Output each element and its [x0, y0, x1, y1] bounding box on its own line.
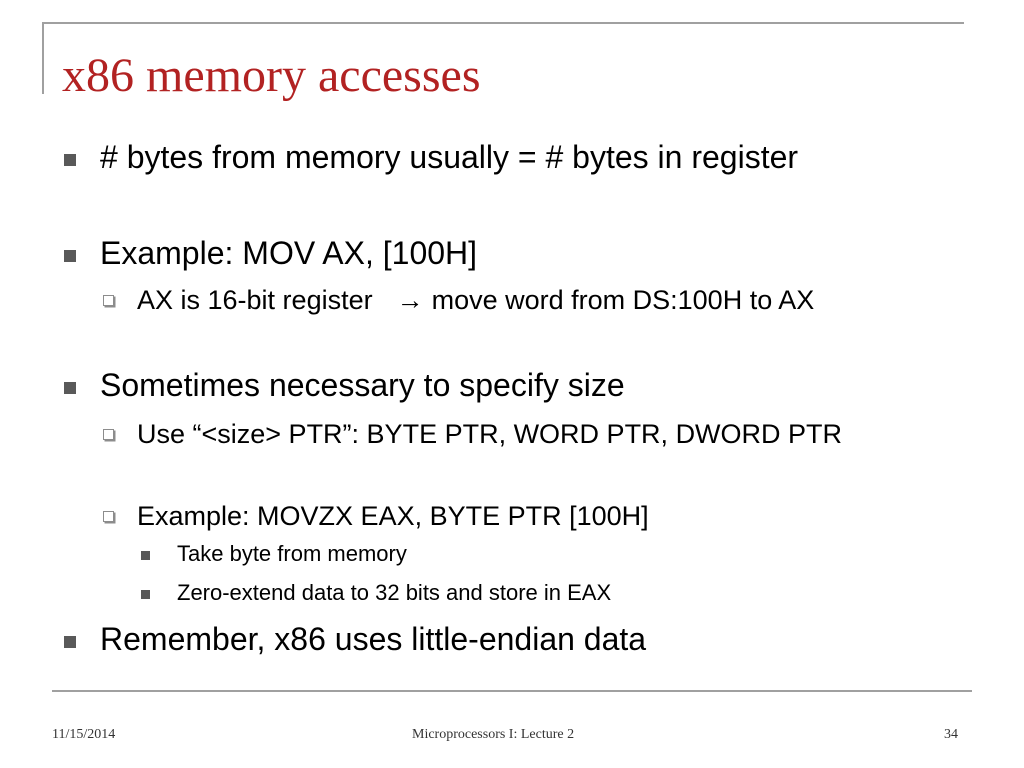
footer-date: 11/15/2014 [52, 727, 116, 742]
hollow-square-bullet-icon [103, 511, 114, 522]
hollow-square-bullet-icon [103, 295, 114, 306]
sub-bullet-text: move word from DS:100H to AX [431, 285, 815, 315]
footer-course-title: Microprocessors I: Lecture 2 [412, 727, 575, 742]
title-frame-top-border [42, 22, 964, 24]
sub-sub-bullet-item: Zero-extend data to 32 bits and store in… [177, 580, 612, 605]
slide-number: 34 [944, 727, 958, 742]
sub-bullet-item: AX is 16-bit register →move word from DS:… [137, 284, 957, 317]
sub-bullet-item: Example: MOVZX EAX, BYTE PTR [100H] [137, 501, 649, 531]
square-bullet-icon [64, 636, 76, 648]
bullet-item: Remember, x86 uses little-endian data [100, 621, 647, 657]
slide-title: x86 memory accesses [62, 49, 481, 102]
sub-sub-bullet-item: Take byte from memory [177, 541, 407, 566]
square-bullet-icon [64, 154, 76, 166]
square-bullet-icon [64, 250, 76, 262]
bullet-item: Sometimes necessary to specify size [100, 367, 625, 403]
sub-bullet-text: AX is 16-bit register [137, 285, 373, 315]
small-square-bullet-icon [141, 551, 150, 560]
square-bullet-icon [64, 382, 76, 394]
bullet-item: # bytes from memory usually = # bytes in… [100, 139, 799, 175]
right-arrow-icon: → [396, 285, 424, 315]
small-square-bullet-icon [141, 590, 150, 599]
bullet-item: Example: MOV AX, [100H] [100, 235, 478, 271]
title-frame-left-border [42, 22, 44, 94]
sub-bullet-item: Use “<size> PTR”: BYTE PTR, WORD PTR, DW… [137, 419, 843, 449]
footer-divider [52, 690, 972, 692]
hollow-square-bullet-icon [103, 429, 114, 440]
